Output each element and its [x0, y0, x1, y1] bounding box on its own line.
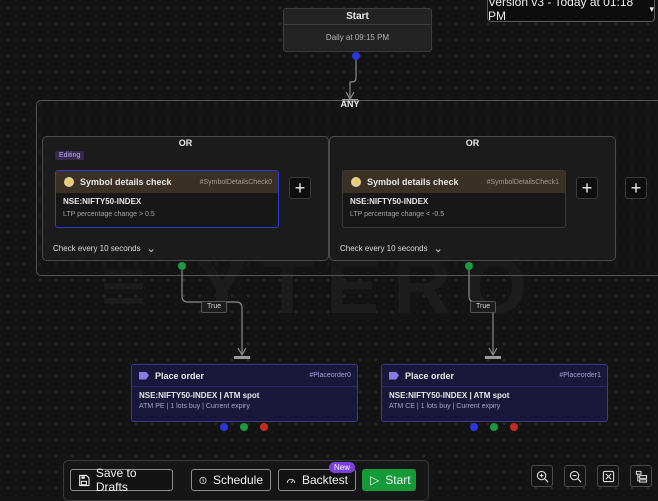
- order-symbol: NSE:NIFTY50-INDEX: [139, 391, 218, 400]
- zoom-in-button[interactable]: [531, 465, 553, 487]
- check-tag: #SymbolDetailsCheck1: [486, 178, 559, 186]
- order-flag-icon: [389, 371, 399, 380]
- order-title: Place order: [405, 370, 455, 381]
- add-or-group-button[interactable]: +: [625, 177, 647, 199]
- schedule-button[interactable]: Schedule: [191, 469, 271, 491]
- speedometer-icon: [286, 478, 296, 483]
- true-label-0: True: [201, 301, 228, 313]
- zoom-out-button[interactable]: [564, 465, 586, 487]
- save-to-drafts-label: Save to Drafts: [95, 466, 137, 494]
- check-condition: LTP percentage change > 0.5: [63, 211, 155, 218]
- true-label-1: True: [470, 301, 497, 313]
- order0-handle-red[interactable]: [260, 423, 268, 431]
- check-every-dropdown-0[interactable]: Check every 10 seconds ⌄: [53, 242, 156, 255]
- check-condition: LTP percentage change < -0.5: [350, 211, 445, 218]
- lightning-icon: ⚡: [351, 177, 361, 187]
- or-output-handle-0[interactable]: [178, 262, 186, 270]
- fit-view-icon: [602, 470, 614, 482]
- layout-button[interactable]: [630, 465, 652, 487]
- order-tag: #Placeorder1: [559, 372, 601, 379]
- start-output-handle[interactable]: [352, 52, 360, 60]
- order1-handle-green[interactable]: [490, 423, 498, 431]
- check-every-label: Check every 10 seconds: [340, 244, 428, 253]
- or-output-handle-1[interactable]: [465, 262, 473, 270]
- backtest-label: Backtest: [301, 473, 348, 487]
- start-connector: [342, 60, 358, 102]
- order-spot: ATM spot: [223, 391, 260, 400]
- or-group-label: OR: [465, 138, 480, 148]
- lightning-icon: ⚡: [64, 177, 74, 187]
- bottom-toolbar: Save to Drafts Schedule Backtest ▷ Start: [63, 460, 429, 501]
- plus-icon: +: [294, 178, 306, 198]
- order-meta: ATM PE | 1 lots buy | Current expiry: [139, 403, 250, 410]
- check-every-label: Check every 10 seconds: [53, 244, 141, 253]
- start-node-schedule: Daily at 09:15 PM: [325, 33, 390, 42]
- order-title: Place order: [155, 370, 205, 381]
- any-group-label: ANY: [340, 99, 360, 109]
- plus-icon: +: [630, 178, 642, 198]
- check-symbol: NSE:NIFTY50-INDEX: [350, 197, 429, 206]
- place-order-card-1[interactable]: Place order #Placeorder1 NSE:NIFTY50-IND…: [381, 364, 608, 422]
- editing-badge: Editing: [55, 151, 85, 160]
- true-connector-1: [468, 270, 501, 359]
- start-label: Start: [385, 473, 411, 487]
- save-icon: [79, 474, 90, 486]
- layout-icon: [635, 470, 647, 483]
- save-to-drafts-button[interactable]: Save to Drafts: [70, 466, 173, 494]
- check-tag: #SymbolDetailsCheck0: [199, 178, 272, 186]
- check-every-dropdown-1[interactable]: Check every 10 seconds ⌄: [340, 242, 443, 255]
- symbol-check-card-1[interactable]: ⚡ Symbol details check #SymbolDetailsChe…: [342, 170, 566, 228]
- check-title: Symbol details check: [367, 177, 459, 187]
- new-badge: New: [329, 462, 356, 473]
- add-condition-button-1[interactable]: +: [576, 177, 598, 199]
- zoom-out-icon: [569, 470, 581, 482]
- schedule-label: Schedule: [212, 473, 263, 487]
- plus-icon: +: [581, 178, 593, 198]
- start-node[interactable]: Start Daily at 09:15 PM: [283, 8, 432, 52]
- play-icon: ▷: [370, 473, 380, 487]
- order1-handle-blue[interactable]: [470, 423, 478, 431]
- check-symbol: NSE:NIFTY50-INDEX: [63, 197, 142, 206]
- version-label: Version v3 - Today at 01:18 PM: [488, 0, 634, 23]
- order-flag-icon: [139, 371, 149, 380]
- chevron-down-icon: ⌄: [146, 243, 156, 255]
- order1-handle-red[interactable]: [510, 423, 518, 431]
- order0-handle-blue[interactable]: [220, 423, 228, 431]
- symbol-check-card-0[interactable]: ⚡ Symbol details check #SymbolDetailsChe…: [55, 170, 279, 228]
- order-tag: #Placeorder0: [309, 372, 351, 379]
- order-symbol: NSE:NIFTY50-INDEX: [389, 391, 468, 400]
- version-dropdown[interactable]: Version v3 - Today at 01:18 PM ▾: [487, 0, 655, 23]
- order-spot: ATM spot: [473, 391, 510, 400]
- order-meta: ATM CE | 1 lots buy | Current expiry: [389, 403, 501, 410]
- order0-handle-green[interactable]: [240, 423, 248, 431]
- or-group-label: OR: [178, 138, 193, 148]
- fit-view-button[interactable]: [597, 465, 619, 487]
- chevron-down-icon: ⌄: [433, 243, 443, 255]
- start-button[interactable]: ▷ Start: [362, 469, 416, 491]
- backtest-button[interactable]: Backtest: [278, 469, 356, 491]
- check-title: Symbol details check: [80, 177, 172, 187]
- start-node-title: Start: [284, 9, 431, 25]
- place-order-card-0[interactable]: Place order #Placeorder0 NSE:NIFTY50-IND…: [131, 364, 358, 422]
- true-connector-0: [181, 270, 250, 359]
- chevron-down-icon: ▾: [649, 3, 654, 14]
- zoom-in-icon: [536, 470, 548, 482]
- clock-icon: [199, 476, 207, 484]
- add-condition-button-0[interactable]: +: [289, 177, 311, 199]
